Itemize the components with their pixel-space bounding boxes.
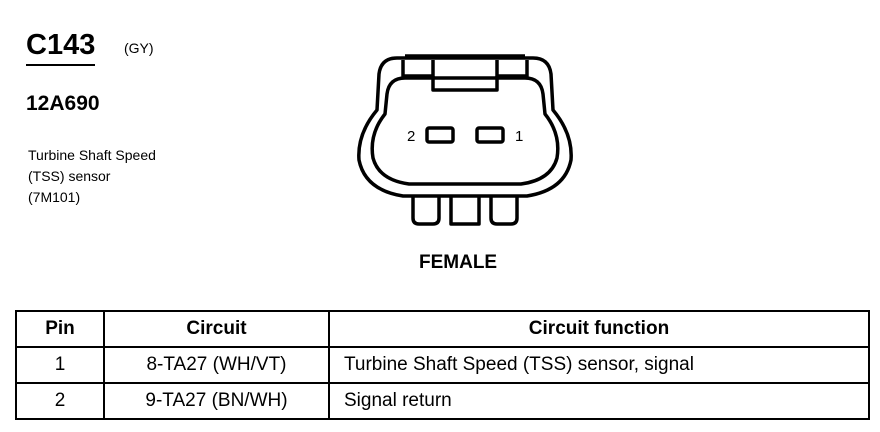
cell-circuit-function: Turbine Shaft Speed (TSS) sensor, signal: [328, 346, 870, 384]
header-circuit: Circuit: [103, 310, 330, 348]
terminal-slot-2: [425, 126, 455, 144]
pin-label-2: 2: [407, 128, 415, 145]
connector-gender-label: FEMALE: [419, 252, 498, 273]
cell-circuit: 9-TA27 (BN/WH): [103, 382, 330, 420]
table-row: 2 9-TA27 (BN/WH) Signal return: [15, 382, 870, 420]
part-number: 12A690: [26, 92, 100, 115]
bottom-key-center: [449, 196, 481, 226]
locking-tab-left: [401, 60, 435, 78]
bottom-key-left: [411, 196, 441, 226]
locking-tab-right: [495, 60, 529, 78]
header-pin: Pin: [15, 310, 105, 348]
connector-description: Turbine Shaft Speed (TSS) sensor (7M101): [28, 145, 156, 208]
pinout-table: Pin Circuit Circuit function 1 8-TA27 (W…: [15, 310, 870, 420]
table-row: 1 8-TA27 (WH/VT) Turbine Shaft Speed (TS…: [15, 346, 870, 384]
cell-circuit-function: Signal return: [328, 382, 870, 420]
connector-inner-cavity: [370, 76, 560, 186]
cell-pin: 1: [15, 346, 105, 384]
connector-face-diagram: 2 1: [345, 38, 585, 238]
locking-tab-center: [431, 76, 499, 92]
pin-label-1: 1: [515, 128, 523, 145]
connector-face-svg: 2 1: [357, 54, 573, 226]
connector-id: C143: [26, 28, 96, 66]
cell-pin: 2: [15, 382, 105, 420]
bottom-key-right: [489, 196, 519, 226]
terminal-slot-1: [475, 126, 505, 144]
connector-outer-shell: [357, 56, 573, 198]
table-header-row: Pin Circuit Circuit function: [15, 310, 870, 348]
description-line: (7M101): [28, 189, 81, 205]
header-circuit-function: Circuit function: [328, 310, 870, 348]
description-line: Turbine Shaft Speed: [28, 147, 156, 163]
cell-circuit: 8-TA27 (WH/VT): [103, 346, 330, 384]
connector-color: (GY): [124, 40, 154, 56]
description-line: (TSS) sensor: [28, 168, 111, 184]
